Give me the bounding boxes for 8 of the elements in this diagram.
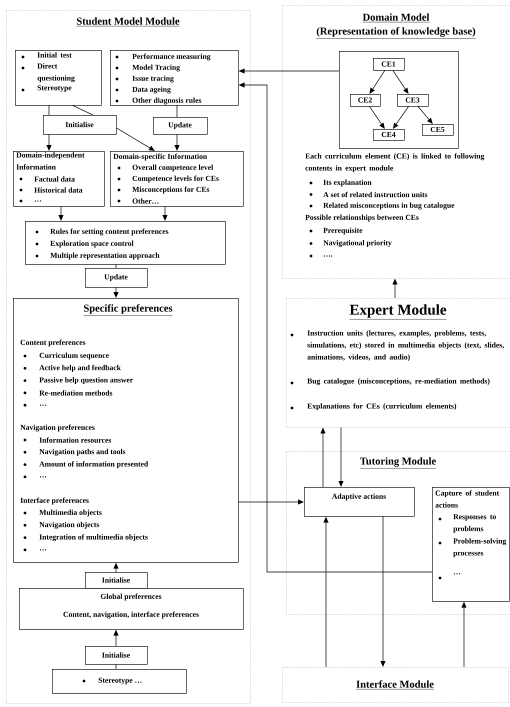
arrow [116, 128, 155, 151]
connector-line [48, 105, 50, 116]
graph-box [339, 51, 459, 149]
arrow [369, 106, 385, 129]
connector-line [176, 105, 178, 118]
connector-line [72, 105, 94, 116]
module-panel: Interface Module [282, 667, 508, 702]
arrow [418, 106, 433, 124]
